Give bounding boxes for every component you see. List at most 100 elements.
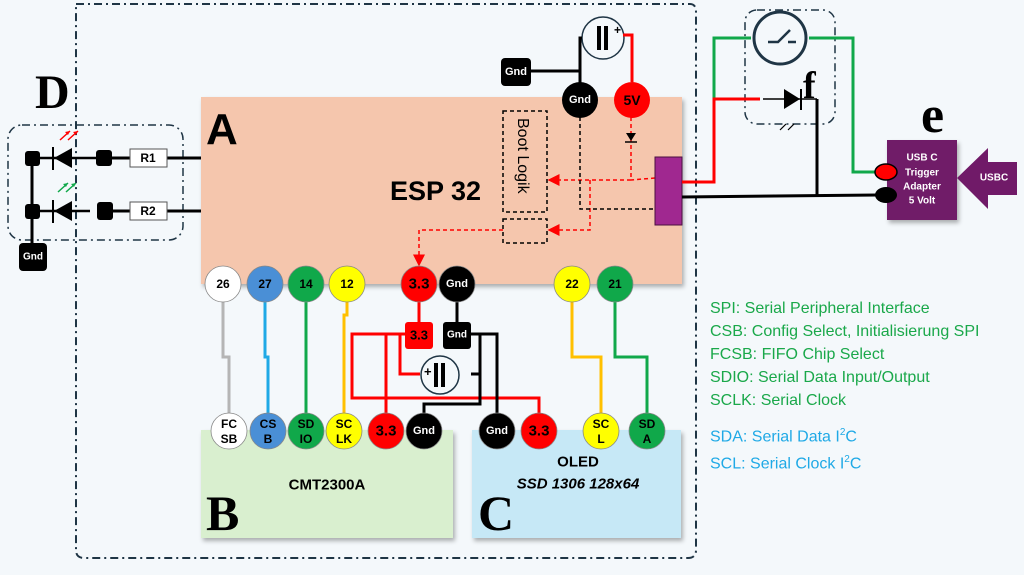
- cmt-pin-csb-label: CS: [260, 417, 277, 431]
- boot-sub-box: [502, 218, 548, 244]
- wire-red-esp-out: [682, 97, 760, 184]
- esp-pin-Gnd-label: Gnd: [446, 278, 468, 290]
- svg-text:+: +: [424, 364, 432, 379]
- wire-gpio27: [263, 302, 270, 414]
- legend-i2c-2-tail: C: [849, 455, 862, 473]
- oled-model: SSD 1306 128x64: [517, 476, 640, 493]
- section-letter-d: D: [35, 66, 70, 119]
- esp-pin-26-label: 26: [216, 277, 230, 291]
- pin-gnd-top-label: Gnd: [569, 94, 591, 106]
- oled-pin-scl-label: SC: [593, 417, 610, 431]
- section-letter-b: B: [206, 485, 239, 541]
- gnd-box-top-label: Gnd: [505, 66, 527, 78]
- led-group-boundary: [7, 124, 184, 241]
- internal-33-line: [413, 229, 503, 267]
- outer-boundary: [75, 3, 697, 559]
- box-33-mid: [405, 322, 433, 349]
- oled-pin-sda-label: SD: [639, 417, 656, 431]
- boot-logic-box: [502, 110, 548, 213]
- cmt-pin-sclk-label: LK: [336, 432, 352, 446]
- adapter-terminal-minus: [875, 187, 897, 203]
- oled-label: OLED: [557, 454, 599, 471]
- legend-spi-3: FCSB: FIFO Chip Select: [710, 346, 885, 363]
- diode-f-icon: [763, 89, 817, 131]
- gnd-box-top: [501, 58, 531, 86]
- internal-gnd-line: [579, 117, 655, 210]
- usb-trigger-adapter: [887, 140, 957, 220]
- esp32-board: [201, 97, 682, 284]
- legend-i2c-1-text: SDA: Serial Data I: [710, 428, 840, 446]
- oled-pin-gnd-label: Gnd: [486, 425, 508, 437]
- resistor-r1: [129, 148, 168, 168]
- legend-i2c-1: SDA: Serial Data I2C: [710, 421, 979, 448]
- adapter-terminal-plus: [874, 163, 898, 181]
- cmt2300a-label: CMT2300A: [289, 477, 366, 494]
- legend-spi-5: SCLK: Serial Clock: [710, 392, 847, 409]
- oled-pin-sda-label: A: [643, 432, 652, 446]
- adapter-line-2: Trigger: [905, 168, 939, 179]
- wire-top-5v: [623, 33, 634, 82]
- wire-gpio12: [342, 302, 349, 414]
- esp-pin-22-label: 22: [565, 277, 579, 291]
- wire-green-switch: [712, 36, 877, 174]
- wire-33-distribution: [350, 302, 541, 414]
- cmt-pin-fcsb-label: SB: [221, 432, 238, 446]
- switch-group-boundary: [744, 9, 836, 125]
- oled-pin-scl-label: L: [597, 432, 604, 446]
- capacitor-top-icon: +: [581, 16, 625, 60]
- boot-logic-label: Boot Logik: [514, 118, 531, 195]
- usbc-input-label: USBC: [980, 173, 1008, 184]
- cmt-pin-sclk-label: SC: [336, 417, 353, 431]
- wire-gpio21: [613, 302, 649, 414]
- legend-spi-2: CSB: Config Select, Initialisierung SPI: [710, 323, 980, 340]
- oled-pin-sda: [628, 412, 666, 450]
- pin-5v-label: 5V: [623, 92, 641, 108]
- cmt-pin-fcsb-label: FC: [221, 417, 237, 431]
- esp-pin-12-label: 12: [340, 277, 354, 291]
- cmt2300a-board: [201, 430, 453, 538]
- box-33-mid-label: 3.3: [410, 328, 428, 343]
- wire-top-gnd: [531, 36, 582, 90]
- wire-black-gnd: [681, 99, 878, 199]
- esp32-label: ESP 32: [390, 176, 481, 206]
- adapter-line-1: USB C: [906, 153, 937, 164]
- pin-gnd-top: [562, 82, 598, 118]
- esp-pin-26: [204, 265, 242, 303]
- legend-i2c-2-text: SCL: Serial Clock I: [710, 455, 845, 473]
- legend: SPI: Serial Peripheral Interface CSB: Co…: [710, 297, 979, 476]
- section-letter-e: e: [921, 87, 944, 144]
- internal-5v-branch: [547, 180, 591, 236]
- capacitor-mid-icon: +: [420, 355, 460, 395]
- usbc-input-arrow: [957, 148, 1017, 209]
- legend-i2c-1-sup: 2: [839, 427, 846, 438]
- adapter-line-3: Adapter: [903, 182, 941, 193]
- resistor-r2-label: R2: [140, 204, 156, 218]
- oled-pin-row: Gnd 3.3 SCL SDA: [478, 412, 666, 450]
- cmt-pin-fcsb: [210, 412, 248, 450]
- esp-pin-27: [246, 265, 284, 303]
- adapter-line-4: 5 Volt: [909, 196, 936, 207]
- cmt-pin-csb-label: B: [264, 432, 273, 446]
- oled-pin-33-label: 3.3: [529, 423, 550, 440]
- section-letter-a: A: [206, 105, 238, 154]
- cmt-pin-33-label: 3.3: [376, 423, 397, 440]
- wire-gnd-distribution: [422, 302, 499, 414]
- esp-usb-connector: [654, 156, 683, 226]
- led-red-icon: [25, 130, 112, 170]
- svg-text:+: +: [614, 23, 621, 37]
- led-gnd-label: Gnd: [23, 252, 43, 263]
- cmt-pin-sclk: [325, 412, 363, 450]
- cmt-pin-sdio-label: SD: [298, 417, 315, 431]
- box-gnd-mid-label: Gnd: [447, 330, 467, 341]
- wire-gpio22: [570, 302, 603, 414]
- oled-pin-gnd: [478, 412, 516, 450]
- led-gnd-box: [19, 243, 47, 271]
- esp-pin-33: [400, 265, 438, 303]
- legend-i2c-1-tail: C: [845, 428, 857, 446]
- esp-pin-14: [287, 265, 325, 303]
- box-gnd-mid: [443, 322, 471, 349]
- legend-spi-4: SDIO: Serial Data Input/Output: [710, 369, 930, 386]
- pin-5v: [614, 82, 650, 118]
